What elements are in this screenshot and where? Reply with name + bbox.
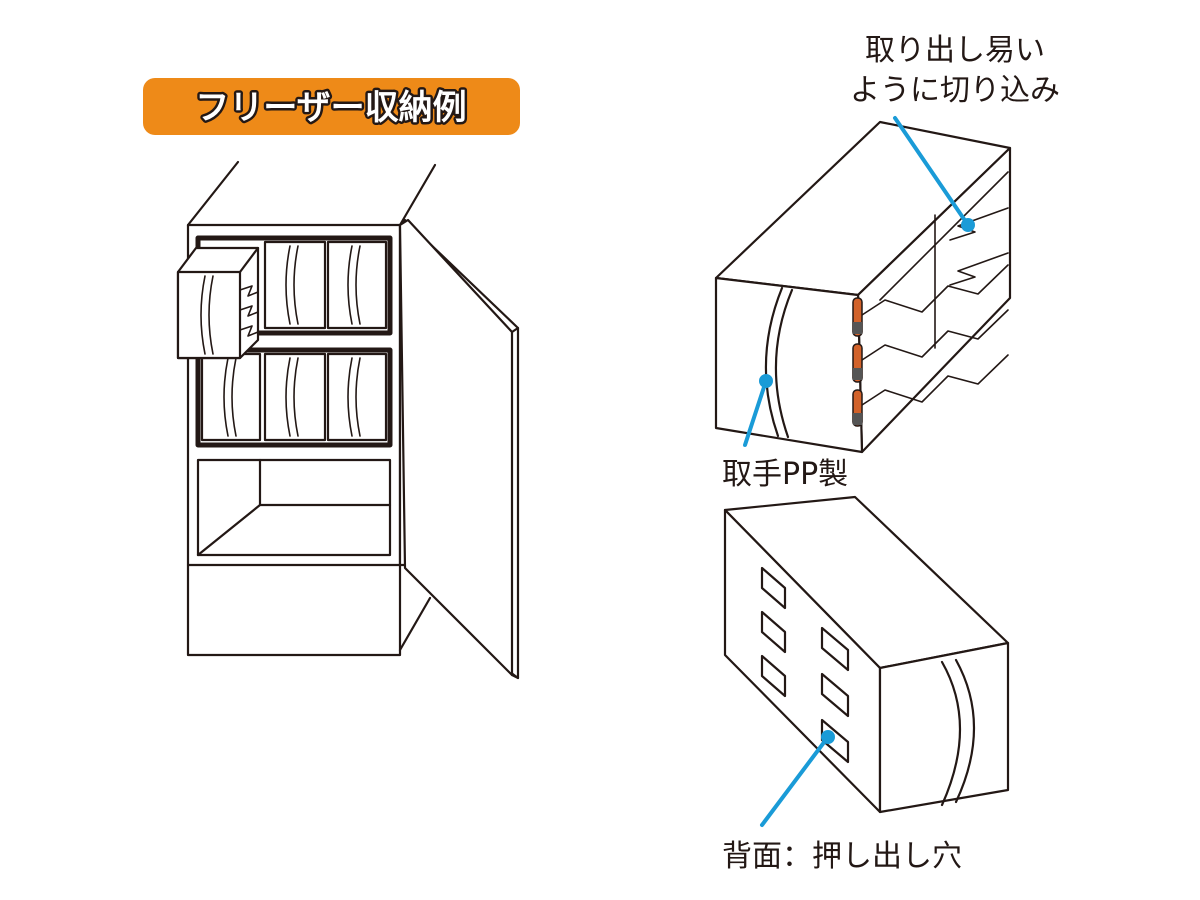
- freezer-illustration: [176, 160, 520, 680]
- storage-box-back: [723, 495, 1010, 814]
- back-label: 背面：押し出し穴: [722, 839, 962, 874]
- notch-label-line1: 取り出し易い: [865, 33, 1045, 68]
- title-text: フリーザー収納例: [195, 88, 466, 128]
- pp-handles: [852, 297, 863, 427]
- notch-label-line2: ように切り込み: [850, 73, 1060, 108]
- handle-callout: 取手PP製: [722, 374, 848, 492]
- back-callout: 背面：押し出し穴: [722, 730, 962, 874]
- handle-label: 取手PP製: [722, 457, 848, 492]
- title-badge: フリーザー収納例: [143, 78, 520, 135]
- notch-callout: 取り出し易い ように切り込み: [850, 33, 1060, 232]
- freezer-box-upper: [263, 240, 388, 330]
- freezer-box-pulled: [176, 246, 260, 360]
- freezer-box-lower: [200, 352, 388, 442]
